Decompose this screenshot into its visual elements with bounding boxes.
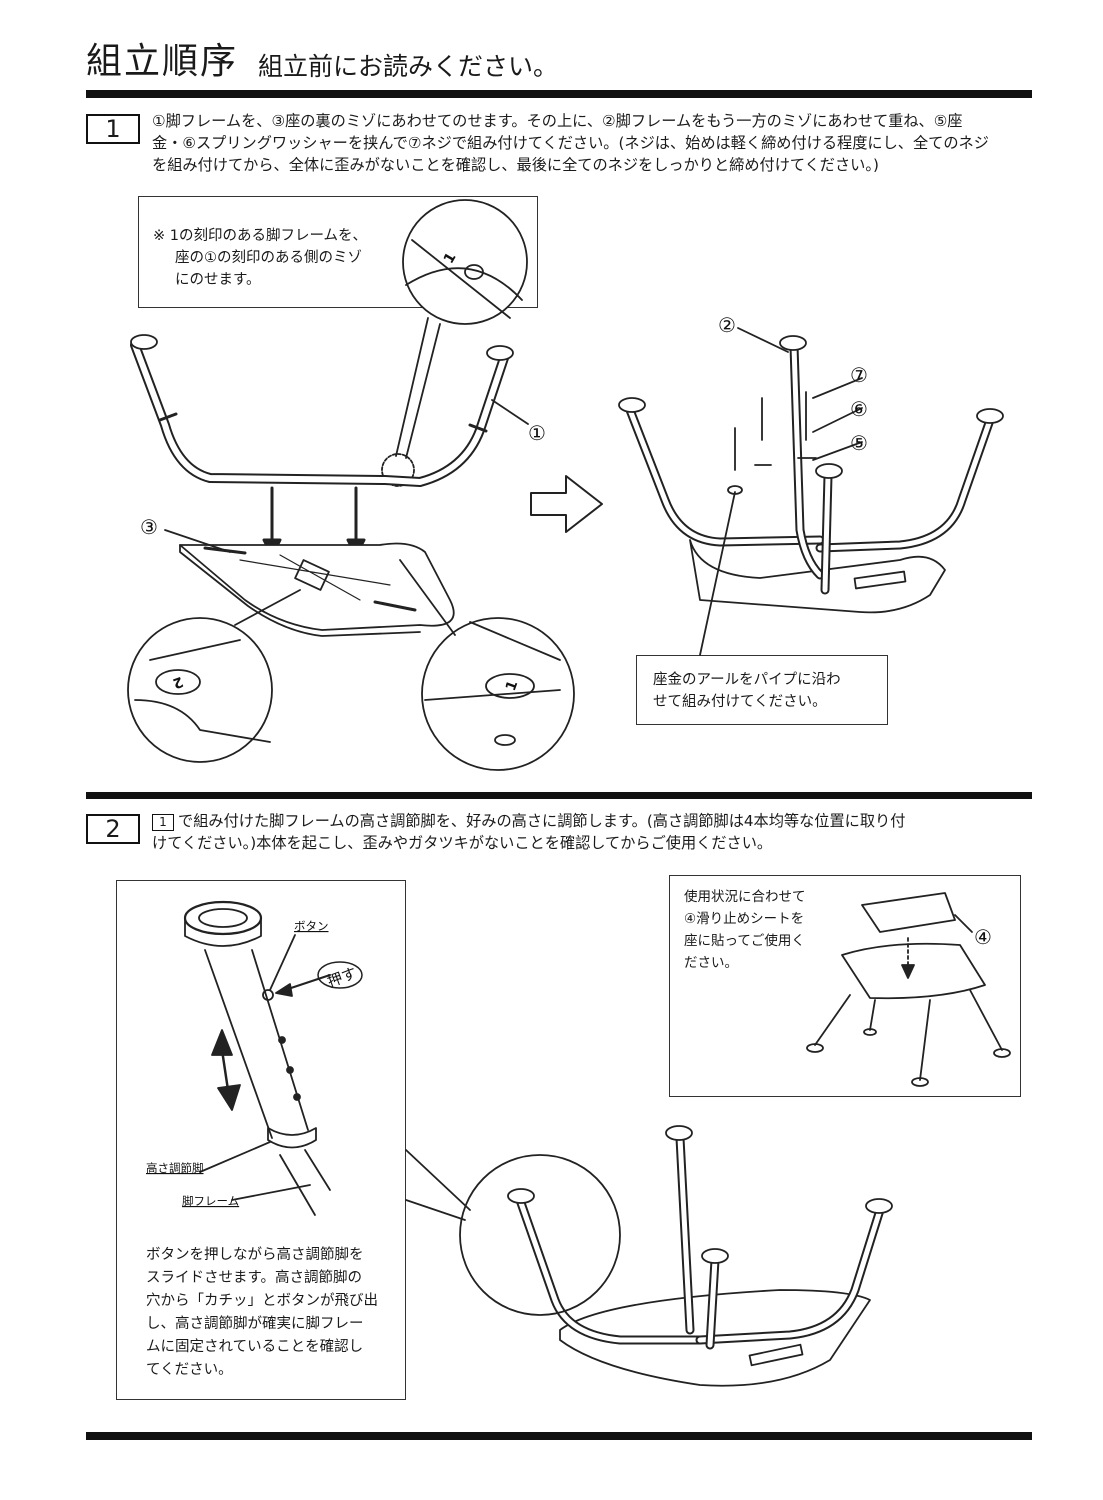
washer-note-line: 座金のアールをパイプに沿わ: [653, 672, 841, 688]
height-adjust-note: ボタンを押しながら高さ調節脚を スライドさせます。高さ調節脚の 穴から「カチッ」…: [146, 1247, 378, 1378]
step-1-line: ①脚フレームを、③座の裏のミゾにあわせてのせます。その上に、②脚フレームをもう一…: [152, 112, 963, 130]
assembled-chair-bottom: [507, 1125, 893, 1387]
engraving-zoom-1: [421, 617, 575, 771]
button-label: ボタン: [294, 919, 329, 933]
part-label-3: ③: [140, 515, 158, 539]
engraving-zoom-2: [127, 617, 273, 763]
step-1-number: 1: [86, 114, 140, 144]
leg-closeup: [183, 900, 331, 1216]
step-2-line: けてください。)本体を起こし、歪みやガタツキがないことを確認してからご使用くださ…: [152, 834, 773, 852]
section-rule: [86, 792, 1032, 799]
header-rule: [86, 90, 1032, 98]
part-label-1: ①: [528, 421, 546, 445]
height-leg-label: 高さ調節脚: [146, 1161, 204, 1175]
step-1-illustration: ① ③ ② ⑦ ⑥ ⑤ 1 2 1: [127, 199, 1004, 771]
page-subtitle: 組立前にお読みください。: [258, 52, 559, 81]
callout-line: 座の①の刻印のある側のミゾ: [175, 250, 362, 266]
engraving-zoom-circle: [402, 199, 528, 325]
height-adjust-panel: [116, 880, 406, 1400]
callout-line: ※ 1の刻印のある脚フレームを、: [153, 228, 368, 244]
step-1-line: を組み付けてから、全体に歪みがないことを確認し、最後に全てのネジをしっかりと締め…: [152, 156, 879, 174]
part-label-5: ⑤: [850, 431, 868, 455]
part-label-4: ④: [974, 925, 992, 949]
leg-zoom-circle: [459, 1154, 621, 1316]
stool-with-slip-sheet: [806, 892, 1011, 1087]
washer-note: 座金のアールをパイプに沿わ せて組み付けてください。: [636, 655, 888, 725]
leg-frame-1: [130, 334, 514, 487]
step-2-number: 2: [86, 814, 140, 844]
slip-sheet-note: 使用状況に合わせて ④滑り止めシートを 座に貼ってご使用く ださい。: [684, 889, 806, 971]
leg-frame-label: 脚フレーム: [182, 1194, 239, 1208]
footer-rule: [86, 1432, 1032, 1440]
step-1-ref-box: 1: [152, 814, 174, 831]
part-label-2: ②: [718, 313, 736, 337]
push-arrow: [284, 974, 331, 991]
part-label-7: ⑦: [850, 363, 868, 387]
washer-note-line: せて組み付けてください。: [653, 694, 827, 710]
step-1-line: 金・⑥スプリングワッシャーを挟んで⑦ネジで組み付けてください。(ネジは、始めは軽…: [152, 134, 989, 152]
right-arrow-icon: [530, 475, 603, 533]
slip-sheet-panel: [669, 875, 1021, 1097]
callout-line: にのせます。: [175, 272, 261, 288]
page-title: 組立順序: [86, 41, 239, 82]
step-1-instructions: ①脚フレームを、③座の裏のミゾにあわせてのせます。その上に、②脚フレームをもう一…: [152, 110, 1032, 176]
slide-arrow-down: [217, 1084, 241, 1111]
part-label-6: ⑥: [850, 397, 868, 421]
assembled-frame: [618, 335, 1004, 614]
